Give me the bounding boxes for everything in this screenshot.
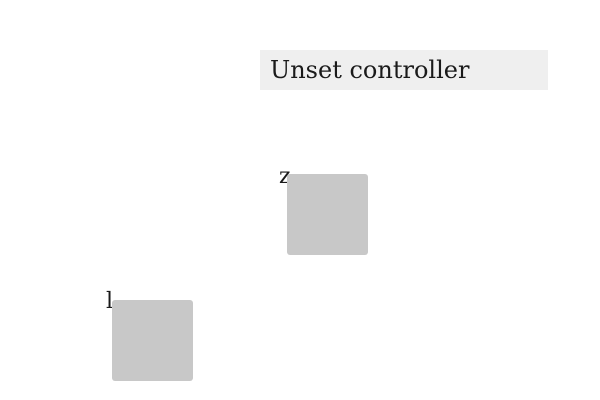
status-label: Unset controller: [260, 50, 548, 90]
target-square-l[interactable]: [112, 300, 193, 381]
target-label-z: z: [279, 164, 291, 189]
target-square-z[interactable]: [287, 174, 368, 255]
target-label-l: l: [106, 289, 114, 314]
